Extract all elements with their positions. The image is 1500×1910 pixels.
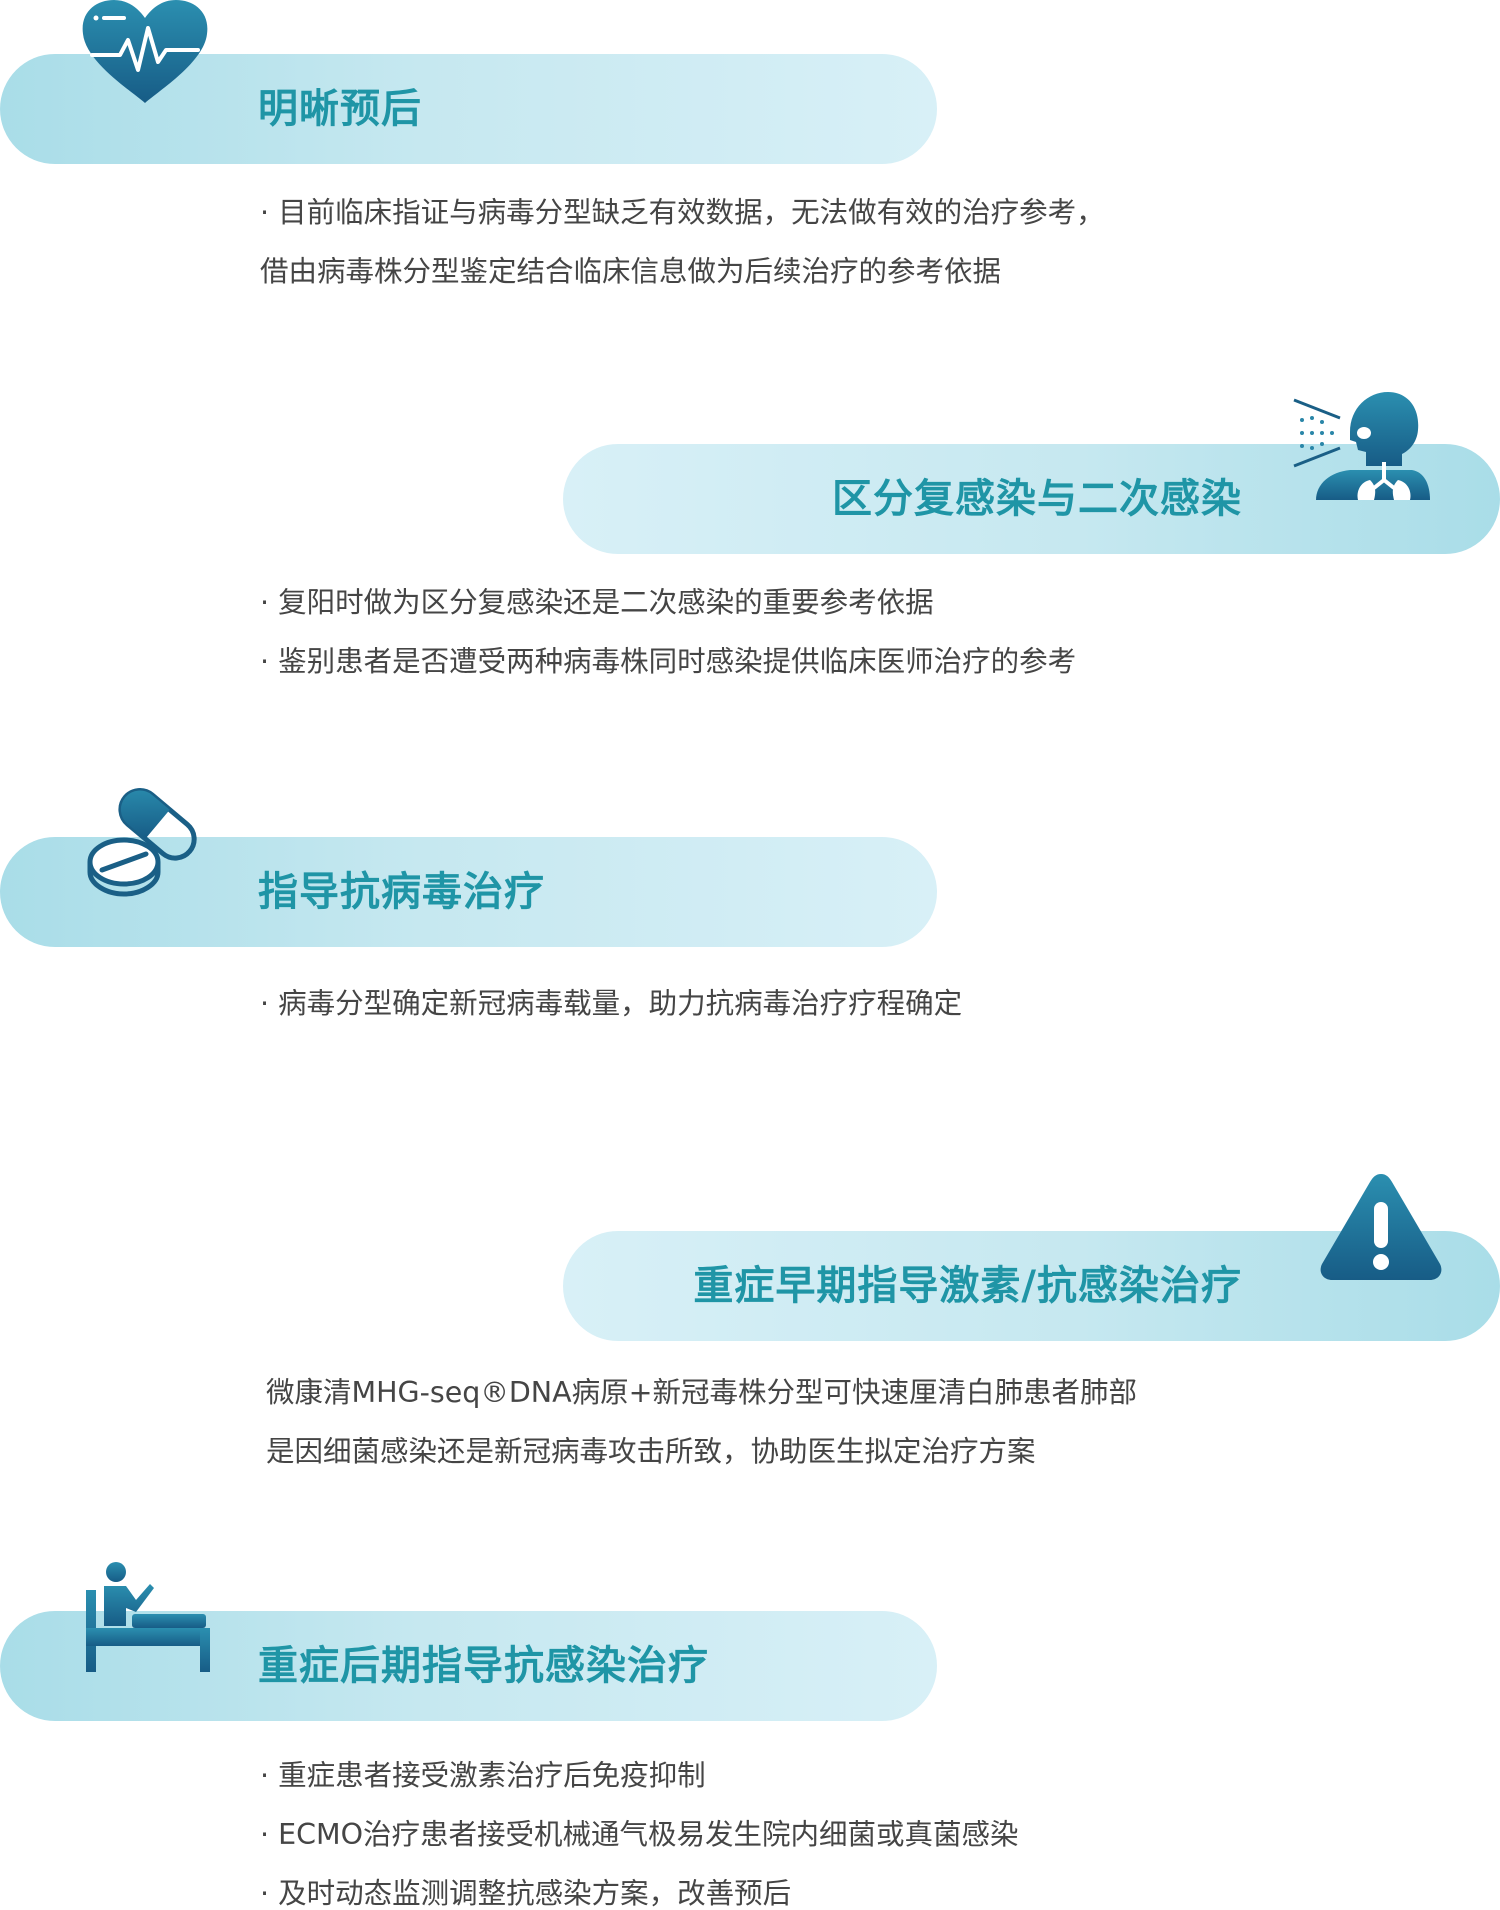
section-header-pill: 区分复感染与二次感染 — [563, 444, 1500, 554]
section-title: 区分复感染与二次感染 — [832, 476, 1242, 522]
body-line: · 目前临床指证与病毒分型缺乏有效数据，无法做有效的治疗参考， — [260, 196, 1105, 229]
section-body: · 重症患者接受激素治疗后免疫抑制 · ECMO治疗患者接受机械通气极易发生院内… — [260, 1746, 1019, 1910]
body-line: 借由病毒株分型鉴定结合临床信息做为后续治疗的参考依据 — [260, 255, 1002, 288]
pill-capsule-icon — [87, 788, 197, 897]
section-title: 指导抗病毒治疗 — [258, 869, 545, 915]
section-body: · 复阳时做为区分复感染还是二次感染的重要参考依据 · 鉴别患者是否遭受两种病毒… — [260, 573, 1076, 691]
section-body: · 病毒分型确定新冠病毒载量，助力抗病毒治疗疗程确定 — [260, 974, 962, 1033]
section-body: · 目前临床指证与病毒分型缺乏有效数据，无法做有效的治疗参考， 借由病毒株分型鉴… — [260, 183, 1105, 301]
section-title: 重症后期指导抗感染治疗 — [258, 1643, 709, 1689]
respiratory-lungs-icon — [1293, 392, 1430, 500]
body-line: · 鉴别患者是否遭受两种病毒株同时感染提供临床医师治疗的参考 — [260, 645, 1077, 678]
body-line: · 病毒分型确定新冠病毒载量，助力抗病毒治疗疗程确定 — [260, 987, 963, 1020]
body-line: · ECMO治疗患者接受机械通气极易发生院内细菌或真菌感染 — [260, 1818, 1019, 1851]
section-title: 明晰预后 — [258, 86, 422, 132]
body-line: 是因细菌感染还是新冠病毒攻击所致，协助医生拟定治疗方案 — [266, 1435, 1036, 1468]
body-line: · 及时动态监测调整抗感染方案，改善预后 — [260, 1877, 792, 1910]
section-body: 微康清MHG-seq®DNA病原+新冠毒株分型可快速厘清白肺患者肺部 是因细菌感… — [266, 1363, 1137, 1481]
section-header-pill: 重症后期指导抗感染治疗 — [0, 1611, 937, 1721]
warning-triangle-icon — [1320, 1174, 1442, 1280]
body-line: · 复阳时做为区分复感染还是二次感染的重要参考依据 — [260, 586, 934, 619]
body-line: 微康清MHG-seq®DNA病原+新冠毒株分型可快速厘清白肺患者肺部 — [266, 1376, 1138, 1409]
heart-pulse-icon — [82, 0, 208, 103]
patient-bed-icon — [86, 1562, 210, 1672]
section-title: 重症早期指导激素/抗感染治疗 — [693, 1263, 1242, 1309]
body-line: · 重症患者接受激素治疗后免疫抑制 — [260, 1759, 706, 1792]
